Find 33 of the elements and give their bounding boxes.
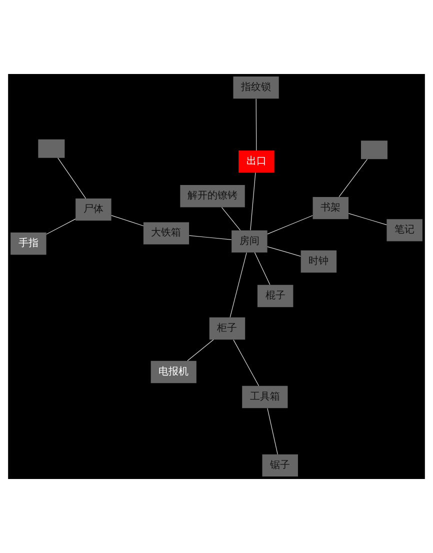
node-box: 电报机 xyxy=(150,360,196,384)
node-box xyxy=(38,139,65,158)
connector xyxy=(348,213,387,226)
node-box: 手指 xyxy=(10,232,46,255)
connector xyxy=(58,158,86,199)
node-box: 棍子 xyxy=(257,284,294,308)
node-box: 房间 xyxy=(232,230,268,253)
connector xyxy=(254,252,270,286)
node-box: 书架 xyxy=(312,196,349,220)
connector xyxy=(188,235,232,240)
node-box: 指纹锁 xyxy=(233,76,279,99)
connector xyxy=(338,158,368,198)
connector xyxy=(230,252,247,318)
connector xyxy=(256,98,257,151)
node-box xyxy=(360,140,388,160)
connector xyxy=(187,339,214,362)
node-box: 锯子 xyxy=(262,454,298,477)
node-box: 时钟 xyxy=(300,250,337,273)
connector xyxy=(267,246,301,257)
connector xyxy=(267,215,313,234)
node-box: 出口 xyxy=(238,150,274,173)
connector xyxy=(221,207,241,231)
node-box: 解开的镣铐 xyxy=(180,185,245,208)
node-box: 柜子 xyxy=(209,317,246,340)
node-box: 尸体 xyxy=(76,198,112,221)
connector xyxy=(250,172,256,230)
connector xyxy=(233,340,260,386)
node-box: 大铁箱 xyxy=(143,222,190,244)
connector xyxy=(46,218,76,235)
node-box: 笔记 xyxy=(386,219,422,242)
connector xyxy=(111,215,144,226)
node-box: 工具箱 xyxy=(242,386,288,408)
connector xyxy=(267,408,278,455)
